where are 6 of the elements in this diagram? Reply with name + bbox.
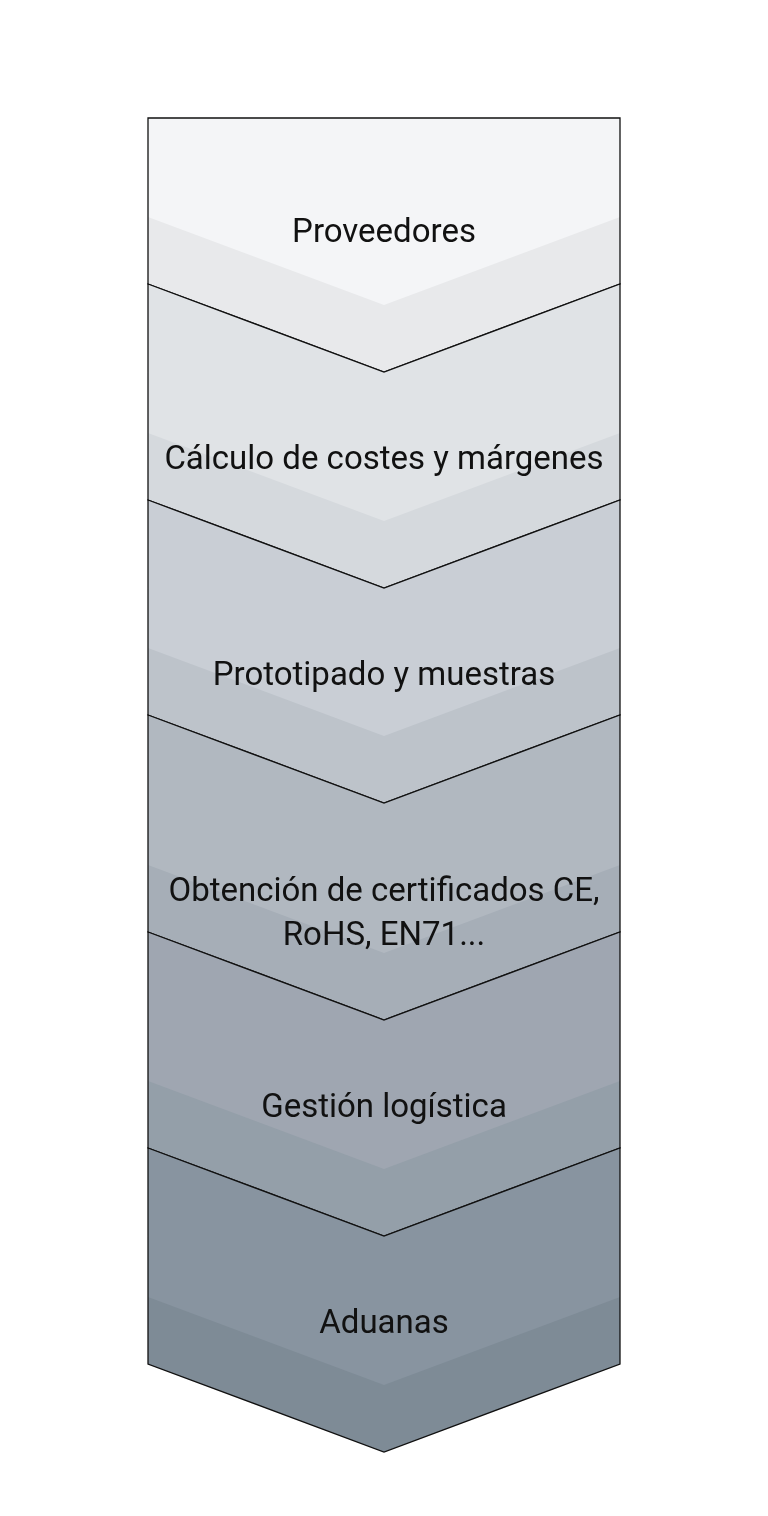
step-label: Prototipado y muestras <box>211 652 557 695</box>
step-label: Proveedores <box>291 210 477 252</box>
step-label: Obtención de certificados CE, RoHS, EN71... <box>167 868 601 955</box>
step-label: Cálculo de costes y márgenes <box>163 437 605 479</box>
step-label: Aduanas <box>318 1301 450 1343</box>
step-label: Gestión logística <box>260 1085 508 1127</box>
